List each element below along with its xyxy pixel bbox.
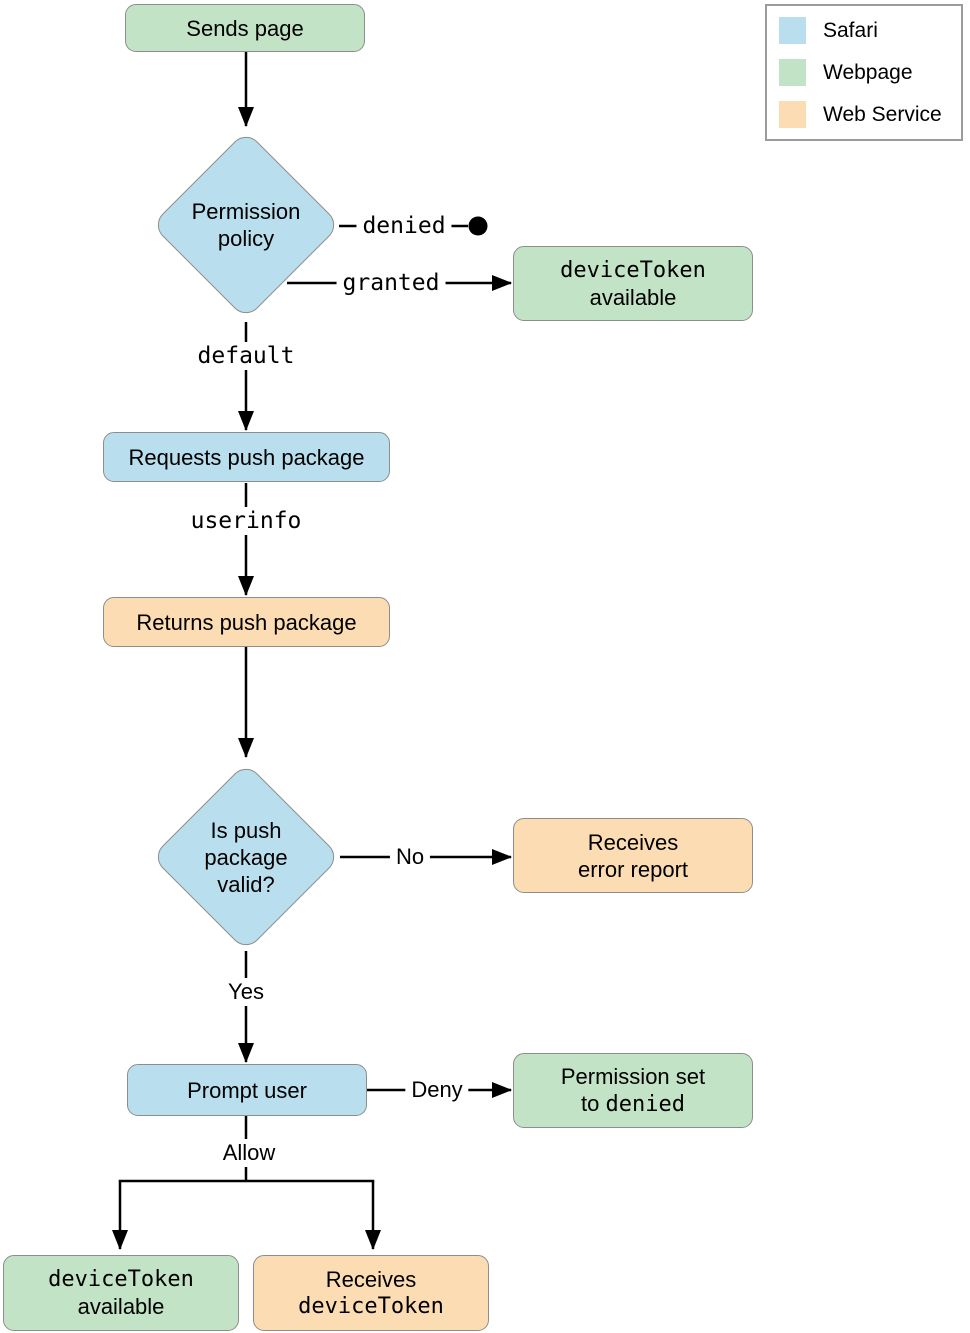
node-label: Returns push package — [136, 609, 357, 635]
edge-label-denied: denied — [356, 212, 452, 240]
legend-item-webpage: Webpage — [779, 59, 949, 86]
edge-label-default: default — [191, 342, 301, 370]
legend: Safari Webpage Web Service — [765, 4, 963, 141]
node-permission-policy-label: Permission policy — [191, 199, 301, 251]
edge-label-no: No — [389, 843, 431, 871]
edge-label-granted: granted — [336, 269, 446, 297]
node-receives-error-report: Receives error report — [513, 818, 753, 893]
legend-label: Safari — [823, 18, 878, 42]
node-label: Sends page — [186, 15, 304, 41]
node-devicetoken-available-bottom: deviceToken available — [3, 1255, 239, 1331]
node-requests-push-package: Requests push package — [103, 432, 390, 482]
node-sends-page: Sends page — [125, 4, 365, 52]
node-is-push-package-valid-label: Is push package valid? — [204, 818, 288, 897]
edge-label-yes: Yes — [222, 978, 270, 1006]
node-label: available — [589, 284, 677, 310]
node-label: error report — [577, 856, 689, 882]
edge-label-userinfo: userinfo — [184, 507, 308, 535]
edge-label-deny: Deny — [405, 1076, 469, 1104]
node-label: Permission set — [560, 1064, 706, 1089]
node-label-mixed: to denied — [581, 1091, 685, 1117]
legend-swatch-webpage — [779, 59, 806, 86]
node-permission-set-denied: Permission set to denied — [513, 1053, 753, 1128]
terminator-dot — [468, 216, 488, 236]
legend-swatch-web-service — [779, 101, 806, 128]
legend-item-web-service: Web Service — [779, 101, 949, 128]
node-label-code: deviceToken — [298, 1294, 444, 1319]
legend-label: Web Service — [823, 102, 942, 126]
node-returns-push-package: Returns push package — [103, 597, 390, 647]
node-label-code: deviceToken — [560, 257, 706, 283]
node-receives-devicetoken: Receives deviceToken — [253, 1255, 489, 1331]
node-label: Prompt user — [187, 1077, 307, 1103]
node-prompt-user: Prompt user — [127, 1064, 367, 1116]
node-label-code: deviceToken — [48, 1267, 194, 1292]
legend-item-safari: Safari — [779, 17, 949, 44]
node-label: Receives — [587, 829, 679, 855]
edge-label-allow: Allow — [216, 1139, 282, 1167]
legend-swatch-safari — [779, 17, 806, 44]
node-label: Requests push package — [128, 444, 365, 470]
node-label: Receives — [325, 1267, 417, 1292]
node-devicetoken-available-top: deviceToken available — [513, 246, 753, 321]
node-label: available — [77, 1294, 165, 1319]
legend-label: Webpage — [823, 60, 913, 84]
